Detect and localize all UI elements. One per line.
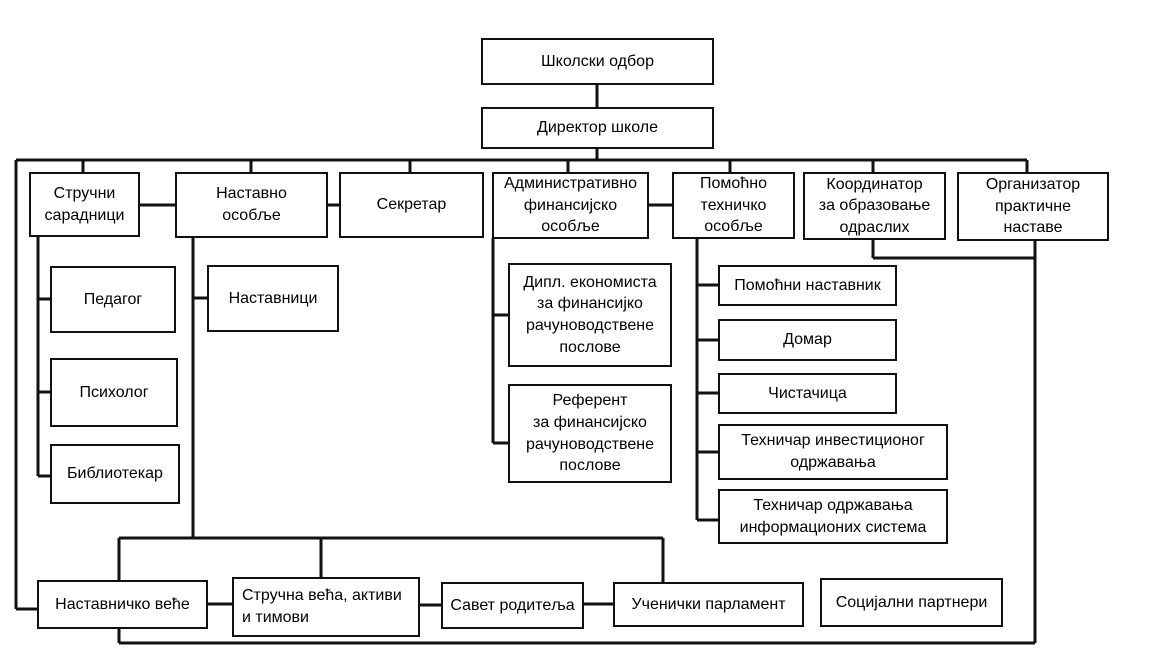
secretary-label: Секретар (376, 196, 447, 214)
librarian-box: Библиотекар (50, 444, 180, 504)
professional-associates-box: Стручни сарадници (29, 172, 140, 237)
teaching-staff-label: Наставно особље (216, 185, 287, 224)
economist-box: Дипл. економиста за финансијко рачуновод… (508, 263, 672, 367)
investment-maintenance-technician-box: Техничар инвестиционог одржавања (718, 424, 948, 480)
finance-officer-label: Референт за финансијско рачуноводствене … (526, 392, 654, 475)
expert-councils-box: Стручна већа, активи и тимови (232, 577, 420, 637)
student-parliament-box: Ученички парламент (613, 582, 804, 627)
cleaner-box: Чистачица (718, 373, 897, 414)
director-box: Директор школе (481, 107, 714, 149)
admin-finance-staff-box: Административно финансијско особље (492, 172, 649, 239)
teachers-council-label: Наставничко веће (55, 595, 190, 613)
professional-associates-label: Стручни сарадници (44, 184, 125, 224)
parents-council-box: Савет родитеља (441, 582, 584, 629)
adult-education-coordinator-label: Координатор за образовање одраслих (818, 175, 931, 236)
adult-education-coordinator-box: Координатор за образовање одраслих (803, 172, 946, 240)
student-parliament-label: Ученички парламент (631, 595, 786, 613)
librarian-label: Библиотекар (67, 465, 163, 483)
assistant-teacher-label: Помоћни наставник (734, 276, 881, 294)
pedagogue-box: Педагог (50, 266, 176, 333)
teachers-label: Наставници (228, 289, 318, 307)
economist-label: Дипл. економиста за финансијко рачуновод… (523, 273, 657, 356)
auxiliary-technical-staff-label: Помоћно техничко особље (700, 175, 767, 236)
director-label: Директор школе (537, 119, 658, 137)
practical-teaching-organizer-box: Организатор практичне наставе (957, 172, 1109, 241)
janitor-label: Домар (783, 331, 832, 349)
cleaner-label: Чистачица (768, 384, 847, 402)
pedagogue-label: Педагог (83, 290, 143, 308)
janitor-box: Домар (718, 319, 897, 361)
teaching-staff-box: Наставно особље (175, 172, 328, 238)
parents-council-label: Савет родитеља (450, 596, 575, 614)
admin-finance-staff-label: Административно финансијско особље (504, 175, 637, 236)
assistant-teacher-box: Помоћни наставник (718, 265, 897, 306)
auxiliary-technical-staff-box: Помоћно техничко особље (672, 172, 795, 239)
finance-officer-box: Референт за финансијско рачуноводствене … (508, 384, 672, 483)
social-partners-box: Социјални партнери (820, 578, 1003, 627)
practical-teaching-organizer-label: Организатор практичне наставе (985, 176, 1081, 237)
psychologist-label: Психолог (79, 383, 149, 401)
secretary-box: Секретар (339, 172, 484, 238)
it-maintenance-technician-box: Техничар одржавања информационих система (718, 489, 948, 544)
teachers-box: Наставници (207, 265, 339, 332)
school-board-box: Школски одбор (481, 38, 714, 85)
expert-councils-label: Стручна већа, активи и тимови (242, 587, 402, 626)
psychologist-box: Психолог (50, 358, 178, 427)
investment-maintenance-technician-label: Техничар инвестиционог одржавања (741, 432, 925, 471)
social-partners-label: Социјални партнери (835, 593, 988, 611)
teachers-council-box: Наставничко веће (37, 580, 208, 629)
school-board-label: Школски одбор (541, 52, 654, 70)
it-maintenance-technician-label: Техничар одржавања информационих система (739, 496, 927, 536)
